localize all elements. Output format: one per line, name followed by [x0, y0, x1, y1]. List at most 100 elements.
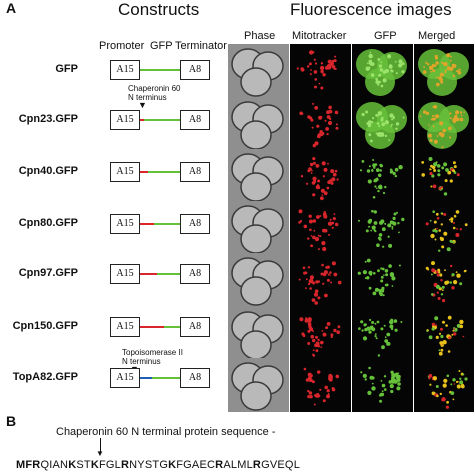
sequence-residue: N — [60, 459, 69, 471]
terminator-box: A8 — [180, 368, 210, 388]
sequence-residue: T — [83, 459, 91, 471]
micro-image-phase — [228, 44, 289, 98]
gfp-segment — [140, 69, 180, 71]
terminator-box: A8 — [180, 110, 210, 130]
micro-image-phase — [228, 307, 289, 361]
micro-image-mitotracker — [290, 253, 351, 307]
sequence-residue: M — [16, 459, 26, 471]
sequence-residue: A — [223, 459, 231, 471]
micro-image-merged — [414, 97, 474, 151]
sequence-residue: R — [120, 459, 130, 471]
gfp-segment — [152, 377, 180, 379]
micro-image-merged — [414, 307, 474, 361]
col-header-gfp: GFP — [374, 30, 397, 42]
sequence-residue: L — [230, 459, 238, 471]
terminator-box: A8 — [180, 317, 210, 337]
sequence-residue: R — [32, 459, 41, 471]
sequence-residue: S — [144, 459, 153, 471]
micro-image-merged — [414, 44, 474, 98]
sequence-residue: E — [277, 459, 285, 471]
sequence-residue: R — [215, 459, 224, 471]
sequence-residue: F — [25, 459, 33, 471]
panel-a-letter: A — [6, 0, 17, 16]
col-header-mitotracker: Mitotracker — [292, 30, 347, 42]
row-label-cpn97: Cpn97.GFP — [18, 267, 78, 279]
micro-image-mitotracker — [290, 97, 351, 151]
micro-image-merged — [414, 201, 474, 255]
sequence-text: MFRQIANKSTKFGLRNYSTGKFGAECRALMLRGVEQL — [16, 459, 300, 471]
promoter-box: A15 — [110, 110, 140, 130]
sequence-residue: G — [183, 459, 192, 471]
micro-image-phase — [228, 149, 289, 203]
sequence-residue: G — [159, 459, 169, 471]
micro-image-phase — [228, 253, 289, 307]
terminator-box: A8 — [180, 214, 210, 234]
panel-b-letter: B — [6, 413, 17, 429]
micro-image-gfp — [352, 149, 413, 203]
sequence-residue: I — [49, 459, 53, 471]
terminator-box: A8 — [180, 162, 210, 182]
micro-image-gfp — [352, 358, 413, 412]
arrow-down-icon: ▼ — [138, 100, 147, 110]
micro-image-gfp — [352, 44, 413, 98]
micro-image-phase — [228, 358, 289, 412]
micro-image-phase — [228, 201, 289, 255]
sequence-residue: Y — [137, 459, 145, 471]
micro-image-mitotracker — [290, 307, 351, 361]
row-label-cpn80: Cpn80.GFP — [18, 217, 78, 229]
gfp-segment — [157, 273, 180, 275]
row-label-cpn150: Cpn150.GFP — [12, 320, 78, 332]
sequence-residue: L — [246, 459, 253, 471]
promoter-box: A15 — [110, 368, 140, 388]
col-header-merged: Merged — [418, 30, 456, 42]
fluorescence-title: Fluorescence images — [290, 0, 452, 19]
promoter-box: A15 — [110, 317, 140, 337]
chaperonin-segment — [140, 273, 157, 275]
micro-image-mitotracker — [290, 358, 351, 412]
sequence-residue: L — [293, 459, 301, 471]
chaperonin-segment — [140, 223, 154, 225]
sequence-residue: V — [269, 459, 278, 471]
sequence-residue: M — [237, 459, 247, 471]
sequence-residue: C — [207, 459, 216, 471]
promoter-box: A15 — [110, 214, 140, 234]
topoisomerase-annotation: Topoisomerase II N terminus — [122, 348, 183, 366]
sequence-arrow-line — [100, 438, 101, 454]
micro-image-gfp — [352, 97, 413, 151]
sequence-residue: Q — [40, 459, 50, 471]
chaperonin-segment — [140, 326, 164, 328]
row-label-cpn40: Cpn40.GFP — [18, 165, 78, 177]
sequence-title: Chaperonin 60 N terminal protein sequenc… — [56, 426, 276, 438]
arrow-down-icon: ▼ — [96, 449, 104, 458]
micro-image-mitotracker — [290, 44, 351, 98]
micro-image-merged — [414, 358, 474, 412]
chaperonin-segment — [140, 119, 144, 121]
terminator-label: Terminator — [175, 40, 227, 52]
terminator-box: A8 — [180, 60, 210, 80]
promoter-box: A15 — [110, 60, 140, 80]
chaperonin-annotation: Chaperonin 60 N terminus — [128, 84, 181, 102]
promoter-box: A15 — [110, 264, 140, 284]
sequence-residue: A — [191, 459, 200, 471]
col-header-phase: Phase — [244, 30, 276, 42]
micro-image-merged — [414, 149, 474, 203]
sequence-residue: E — [199, 459, 208, 471]
gfp-segment — [144, 119, 180, 121]
micro-image-phase — [228, 97, 289, 151]
sequence-residue: S — [76, 459, 84, 471]
sequence-residue: G — [105, 459, 115, 471]
row-label-gfp: GFP — [55, 63, 78, 75]
micro-image-mitotracker — [290, 201, 351, 255]
gfp-segment — [148, 171, 180, 173]
sequence-residue: A — [52, 459, 61, 471]
topoisomerase-segment — [140, 377, 152, 379]
gfp-label: GFP — [150, 40, 173, 52]
promoter-box: A15 — [110, 162, 140, 182]
micro-image-gfp — [352, 307, 413, 361]
row-label-topa82: TopA82.GFP — [12, 371, 78, 383]
gfp-segment — [154, 223, 180, 225]
sequence-residue: N — [129, 459, 138, 471]
sequence-residue: L — [114, 459, 121, 471]
micro-image-gfp — [352, 201, 413, 255]
terminator-box: A8 — [180, 264, 210, 284]
